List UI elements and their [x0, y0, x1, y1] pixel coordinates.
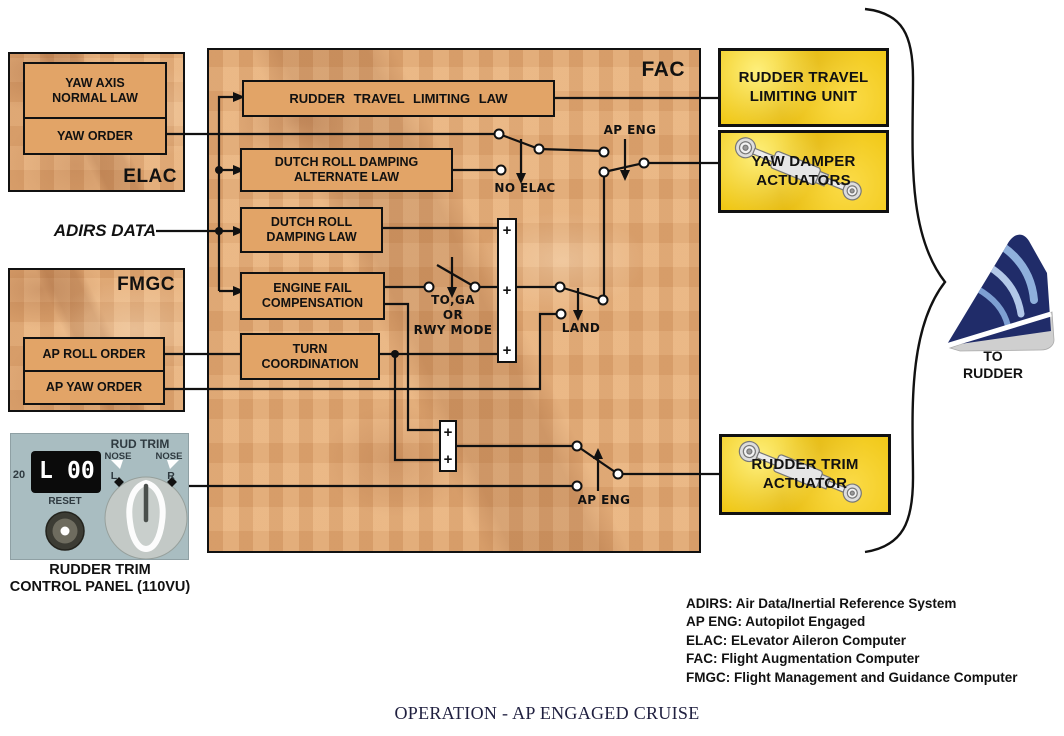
to-rudder-label: TO RUDDER: [963, 348, 1023, 381]
adirs-data-label: ADIRS DATA: [53, 221, 156, 240]
rtlu-line2: LIMITING UNIT: [749, 87, 858, 105]
ap-yaw-order-label: AP YAW ORDER: [45, 380, 143, 395]
scale-20-label: 20: [12, 469, 26, 481]
ap-roll-order-box: AP ROLL ORDER: [23, 337, 165, 372]
ap-eng-top-switch-label: AP ENG: [603, 123, 657, 137]
nose-right-pointer-icon: [167, 460, 179, 469]
fac-label: FAC: [641, 58, 685, 81]
plus-sign: +: [502, 282, 512, 299]
dutch-roll-damping-law-box: DUTCH ROLL DAMPING LAW: [240, 207, 383, 253]
yda-line1: YAW DAMPER: [751, 152, 856, 170]
trim-display-side: L: [39, 458, 53, 484]
summing-junction-main: + + +: [497, 218, 517, 363]
rudder-trim-control-panel: L 00 20 RUD TRIM NOSE NOSE L R RESET: [10, 433, 189, 560]
rta-line2: ACTUATOR: [762, 474, 848, 492]
ef-line2: COMPENSATION: [261, 296, 364, 310]
figure-caption: OPERATION - AP ENGAGED CRUISE: [394, 703, 700, 723]
tc-line1: TURN: [292, 341, 328, 356]
nose-right-label: NOSE: [155, 451, 183, 462]
legend-line: ELAC: ELevator Aileron Computer: [686, 632, 907, 648]
abbreviation-legend: ADIRS: Air Data/Inertial Reference Syste…: [686, 595, 1018, 687]
yaw-axis-line2: NORMAL LAW: [52, 90, 138, 105]
trim-display-value: 00: [67, 458, 95, 484]
plus-sign: +: [502, 222, 512, 239]
nose-left-label: NOSE: [104, 451, 132, 462]
elac-label: ELAC: [123, 166, 177, 187]
rta-line1: RUDDER TRIM: [751, 455, 859, 473]
plus-sign: +: [443, 451, 453, 468]
yaw-axis-normal-law-box: YAW AXIS NORMAL LAW: [23, 62, 167, 119]
trim-panel-caption: RUDDER TRIM CONTROL PANEL (110VU): [9, 562, 191, 595]
rtlu-line1: RUDDER TRAVEL: [738, 68, 869, 86]
rudder-travel-limiting-unit-box: RUDDER TRAVEL LIMITING UNIT: [718, 48, 889, 127]
dr-line2: DAMPING LAW: [266, 230, 357, 244]
plus-sign: +: [443, 424, 453, 441]
dr-alt-line1: DUTCH ROLL DAMPING: [274, 155, 419, 170]
trim-display: L 00: [31, 451, 101, 493]
plus-sign: +: [502, 342, 512, 359]
trim-knob-graphics: [45, 460, 188, 559]
rud-trim-title: RUD TRIM: [110, 437, 170, 451]
legend-line: FAC: Flight Augmentation Computer: [686, 651, 920, 667]
ef-line1: ENGINE FAIL: [273, 281, 352, 296]
tail-fin-illustration: [945, 234, 1055, 352]
nose-left-pointer-icon: [111, 460, 123, 469]
ap-yaw-order-box: AP YAW ORDER: [23, 370, 165, 405]
yaw-order-box: YAW ORDER: [23, 117, 167, 155]
legend-line: AP ENG: Autopilot Engaged: [686, 614, 866, 630]
actuator-illustration: [738, 440, 862, 503]
no-elac-switch-label: NO ELAC: [494, 181, 556, 195]
legend-line: FMGC: Flight Management and Guidance Com…: [686, 669, 1018, 685]
yaw-order-label: YAW ORDER: [57, 128, 133, 143]
dr-alt-line2: ALTERNATE LAW: [293, 170, 400, 184]
nose-left-l: L: [110, 470, 118, 482]
reset-label: RESET: [48, 496, 82, 507]
legend-line: ADIRS: Air Data/Inertial Reference Syste…: [686, 596, 957, 611]
yaw-axis-line1: YAW AXIS: [65, 75, 125, 90]
land-switch-label: LAND: [561, 321, 601, 335]
summing-junction-trim: + +: [439, 420, 457, 472]
yda-line2: ACTUATORS: [756, 171, 851, 189]
toga-rwy-switch-label: TO,GA OR RWY MODE: [413, 293, 493, 337]
turn-coordination-box: TURN COORDINATION: [240, 333, 380, 380]
tc-line2: COORDINATION: [261, 356, 359, 371]
fmgc-label: FMGC: [117, 274, 175, 295]
engine-fail-compensation-box: ENGINE FAIL COMPENSATION: [240, 272, 385, 320]
dutch-roll-damping-alternate-law-box: DUTCH ROLL DAMPING ALTERNATE LAW: [240, 148, 453, 192]
rudder-trim-actuator-box: RUDDER TRIM ACTUATOR: [719, 434, 891, 515]
ap-eng-bottom-switch-label: AP ENG: [577, 493, 631, 507]
rtl-law-label: RUDDER TRAVEL LIMITING LAW: [289, 90, 508, 106]
reset-button-dot: [60, 526, 70, 536]
nose-right-r: R: [167, 470, 175, 482]
rudder-travel-limiting-law-box: RUDDER TRAVEL LIMITING LAW: [242, 80, 555, 117]
dr-line1: DUTCH ROLL: [270, 215, 353, 230]
yaw-damper-actuators-box: YAW DAMPER ACTUATORS: [718, 130, 889, 213]
ap-roll-order-label: AP ROLL ORDER: [42, 347, 146, 362]
actuator-illustration: [734, 137, 862, 201]
